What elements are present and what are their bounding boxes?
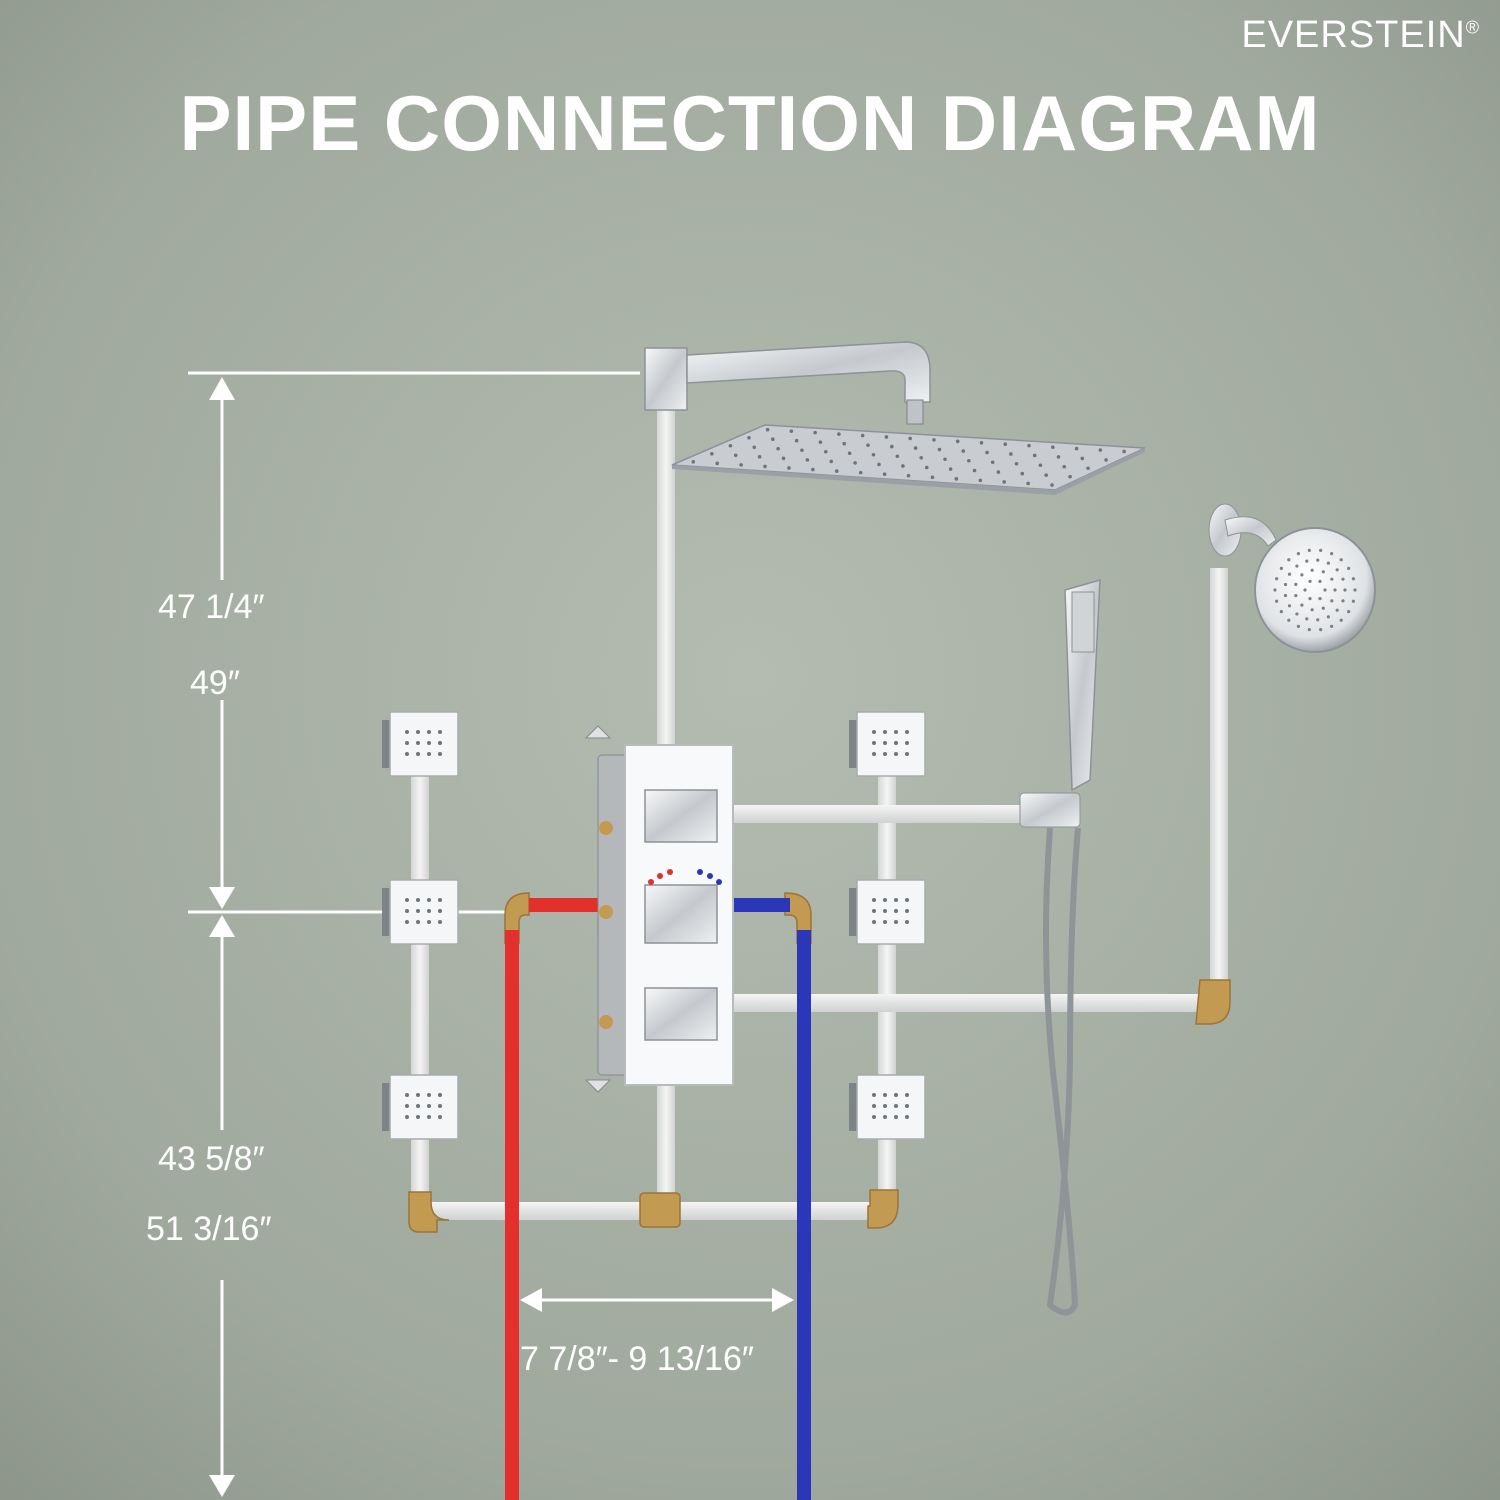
round-shower-head-icon <box>1208 503 1376 653</box>
brand-registered-mark: ® <box>1465 17 1480 38</box>
cold-water-pipe <box>797 930 811 1500</box>
hand-shower-hose <box>1043 827 1081 1316</box>
hand-shower-icon <box>1019 578 1101 1316</box>
rain-head-nozzles <box>691 427 1126 487</box>
temperature-scale-dots <box>648 869 722 885</box>
brand-name: EVERSTEIN <box>1241 14 1466 56</box>
height-dimension-lines <box>188 371 640 1480</box>
body-jet-icon <box>382 711 459 777</box>
page-title: PIPE CONNECTION DIAGRAM <box>179 79 1321 167</box>
upper-height-label-a: 47 1/4″ <box>158 588 265 626</box>
lower-height-label-a: 43 5/8″ <box>158 1140 265 1178</box>
body-jets <box>382 711 926 1140</box>
hot-water-pipe <box>505 930 519 1500</box>
valve-handles[interactable] <box>644 789 718 1041</box>
lower-height-label-b: 51 3/16″ <box>146 1210 272 1248</box>
supply-lines <box>505 898 811 1500</box>
inlet-spacing-dimension <box>520 1288 794 1312</box>
dimension-arrowheads <box>209 377 235 1497</box>
inlet-spacing-label: 7 7/8″- 9 13/16″ <box>520 1340 754 1378</box>
body-jet-icon <box>849 879 926 945</box>
brand-logo: EVERSTEIN® <box>1241 14 1480 57</box>
body-jet-icon <box>849 711 926 777</box>
brass-fittings <box>408 892 1231 1233</box>
body-jet-icon <box>382 1074 459 1140</box>
upper-height-label-b: 49″ <box>190 664 240 702</box>
thermostatic-valve-icon <box>584 725 734 1093</box>
rain-shower-head-icon <box>644 341 1146 495</box>
body-jet-icon <box>849 1074 926 1140</box>
body-jet-icon <box>382 879 459 945</box>
